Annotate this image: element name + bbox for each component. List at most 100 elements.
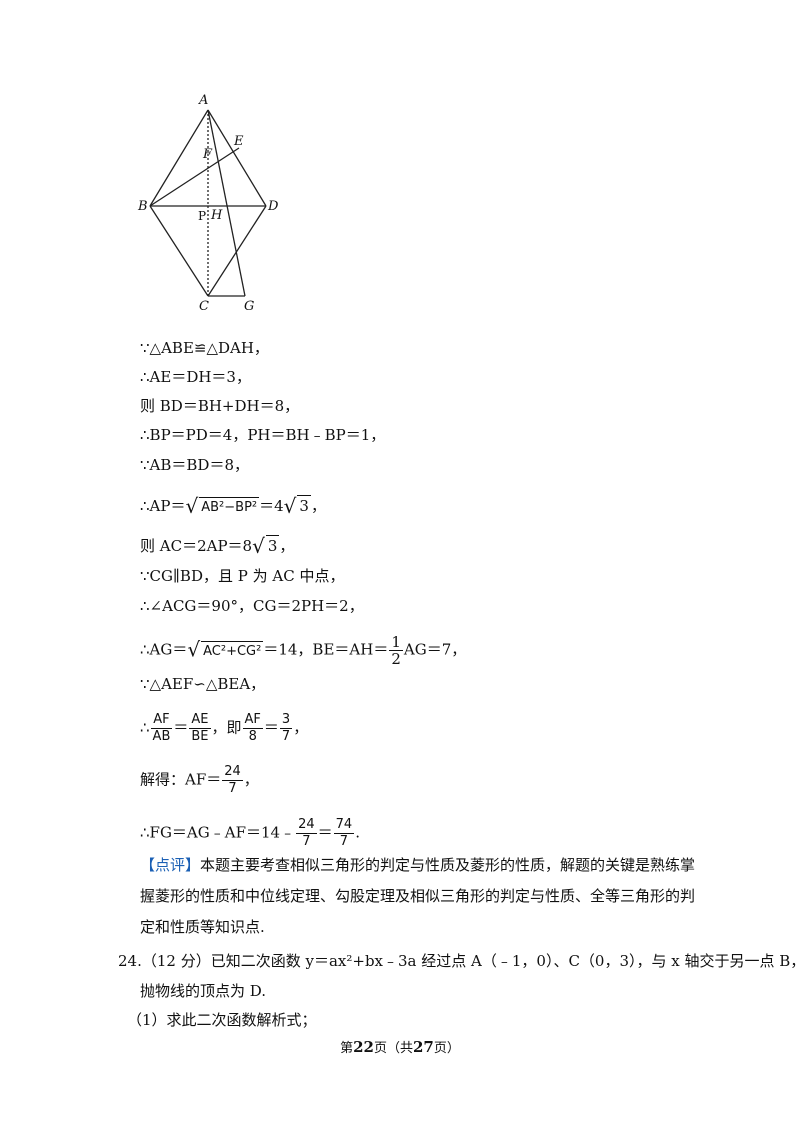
line-text: ，: [243, 770, 259, 789]
solution-line: ∵AB＝BD＝8，: [140, 455, 249, 475]
radical-sign: √: [283, 494, 297, 518]
label-e: E: [233, 134, 244, 149]
denominator: 7: [228, 781, 237, 796]
numerator: 24: [296, 817, 317, 834]
solution-line: 则 BD＝BH+DH＝8，: [140, 396, 299, 416]
line-text: △ABE≌△DAH，: [149, 339, 269, 357]
solution-line: ∴AE＝DH＝3，: [140, 367, 251, 387]
line-text: AG＝7，: [403, 640, 467, 659]
question-part-text: （1）求此二次函数解析式；: [127, 1011, 317, 1029]
line-text: BP＝PD＝4，PH＝BH﹣BP＝1，: [149, 426, 386, 444]
line-text: FG＝AG﹣AF＝14﹣: [149, 823, 296, 842]
denominator: AB: [152, 729, 171, 744]
therefore-symbol: ∴: [140, 497, 150, 515]
comment-paragraph: 【点评】本题主要考查相似三角形的判定与性质及菱形的性质，解题的关键是熟练掌握菱形…: [140, 850, 700, 943]
line-text: 解得：AF＝: [140, 770, 222, 789]
numerator: 1: [389, 633, 403, 651]
line-text: ＝: [317, 823, 333, 842]
because-symbol: ∵: [140, 675, 150, 693]
label-p: P: [198, 209, 206, 223]
label-d: D: [267, 199, 279, 214]
label-h: H: [210, 208, 223, 223]
solution-line: ∴AP＝√AB²−BP²＝4√3，: [140, 495, 326, 518]
denominator: 7: [339, 834, 349, 849]
line-text: AP＝: [149, 497, 186, 515]
denominator: 7: [281, 729, 291, 744]
line-text: ，: [310, 497, 326, 515]
radicand: AB²−BP²: [199, 497, 260, 518]
denominator: 8: [248, 729, 257, 744]
numerator: AF: [242, 712, 263, 729]
question-number: 24.: [118, 952, 142, 970]
label-g: G: [244, 299, 254, 314]
footer-text: 第: [340, 1041, 354, 1056]
segment-ag: [207, 109, 246, 297]
line-text: ，即: [211, 718, 242, 737]
radical-sign: √: [185, 494, 199, 518]
line-text: 则 BD＝BH+DH＝8，: [140, 397, 300, 415]
line-text: AB＝BD＝8，: [149, 456, 249, 474]
line-text: AE＝DH＝3，: [149, 368, 251, 386]
question-text: 已知二次函数 y＝ax²+bx﹣3a 经过点 A（﹣1，0）、C（0，3），与 …: [210, 952, 800, 970]
denominator: 7: [302, 834, 311, 849]
line-text: .: [355, 823, 360, 842]
solution-line: ∴BP＝PD＝4，PH＝BH﹣BP＝1，: [140, 425, 385, 445]
question-line: 24.（12 分）已知二次函数 y＝ax²+bx﹣3a 经过点 A（﹣1，0）、…: [118, 951, 800, 971]
line-text: CG∥BD，且 P 为 AC 中点，: [149, 567, 345, 585]
label-f: F: [202, 147, 213, 162]
label-a: A: [198, 93, 208, 108]
line-text: ，: [293, 718, 309, 737]
line-text: 则 AC＝2AP＝8: [140, 537, 253, 555]
denominator: BE: [191, 729, 209, 744]
solution-line: ∵CG∥BD，且 P 为 AC 中点，: [140, 566, 344, 586]
line-text: ＝: [263, 718, 279, 737]
comment-tag: 【点评】: [140, 856, 201, 874]
geometry-figure: A E F B D P H C G: [137, 93, 279, 314]
radicand: AC²+CG²: [201, 640, 264, 662]
line-text: AG＝: [149, 640, 188, 659]
therefore-symbol: ∴: [140, 368, 150, 386]
denominator: 2: [391, 650, 401, 668]
segment-dc: [207, 205, 267, 297]
radical-sign: √: [187, 637, 201, 662]
because-symbol: ∵: [140, 456, 150, 474]
line-text: ＝: [173, 718, 189, 737]
segment-bc: [149, 205, 209, 297]
numerator: 3: [279, 712, 293, 729]
segment-be: [149, 147, 240, 207]
footer-text: 页）: [433, 1041, 460, 1056]
numerator: AE: [189, 712, 211, 729]
comment-text: 本题主要考查相似三角形的判定与性质及菱形的性质，解题的关键是熟练掌握菱形的性质和…: [140, 856, 696, 936]
page-total: 27: [413, 1038, 434, 1056]
footer-text: 页（共: [373, 1041, 413, 1056]
line-text: ∠ACG＝90°，CG＝2PH＝2，: [149, 597, 364, 615]
label-b: B: [137, 199, 148, 214]
line-text: ，: [279, 537, 295, 555]
radicand: 3: [265, 535, 280, 555]
because-symbol: ∵: [140, 339, 150, 357]
therefore-symbol: ∴: [140, 823, 150, 842]
radical-sign: √: [252, 534, 265, 558]
therefore-symbol: ∴: [140, 426, 150, 444]
therefore-symbol: ∴: [140, 640, 150, 659]
segment-ad: [207, 109, 267, 207]
line-text: ＝14，BE＝AH＝: [263, 640, 389, 659]
question-line: 抛物线的顶点为 D.: [140, 981, 266, 1001]
question-score: （12 分）: [141, 952, 211, 970]
solution-line: ∴∠ACG＝90°，CG＝2PH＝2，: [140, 596, 364, 616]
numerator: 74: [333, 817, 355, 834]
therefore-symbol: ∴: [140, 597, 150, 615]
solution-line: 则 AC＝2AP＝8√3，: [140, 535, 294, 556]
line-text: △AEF∽△BEA，: [149, 675, 266, 693]
